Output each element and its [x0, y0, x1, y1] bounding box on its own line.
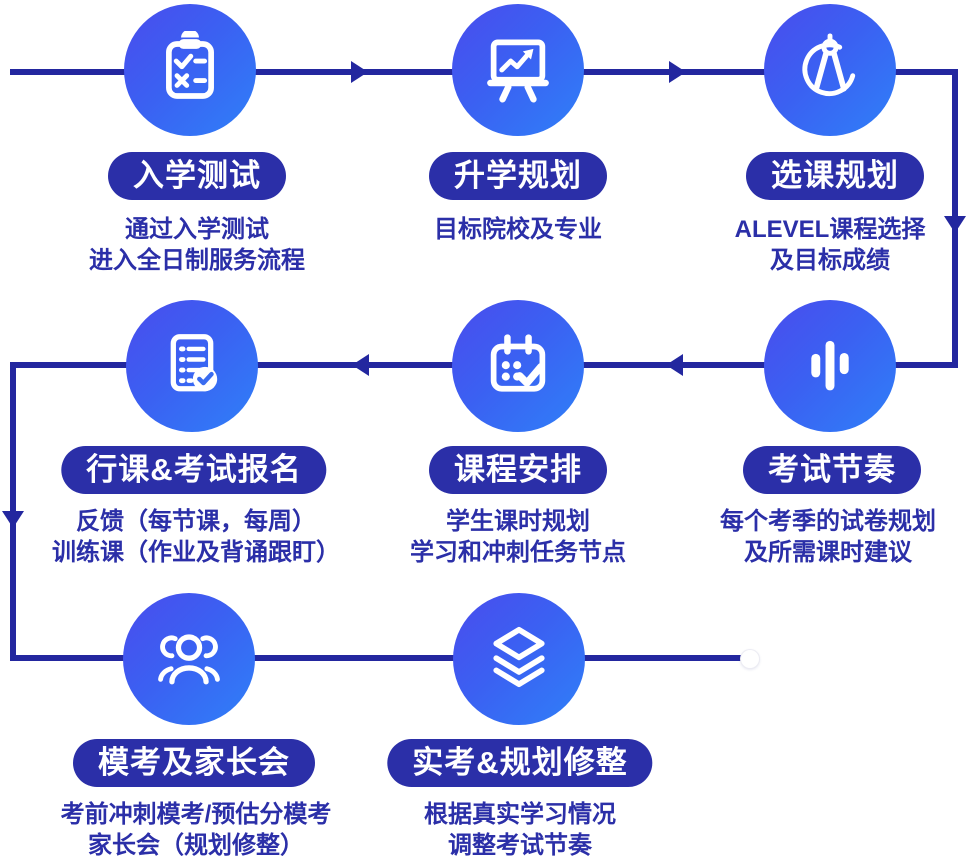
step-icon-circle [124, 4, 256, 136]
step-title-pill: 升学规划 [429, 152, 607, 200]
step-icon-circle [452, 300, 584, 432]
flow-end-dot [741, 650, 759, 668]
step-description: 根据真实学习情况 调整考试节奏 [424, 799, 616, 859]
connector-row3 [10, 655, 744, 661]
step-icon-circle [452, 4, 584, 136]
step-title-pill: 课程安排 [429, 446, 607, 494]
step-description-line: 及所需课时建议 [744, 539, 912, 566]
step-description-line: 反馈（每节课，每周） [76, 508, 316, 535]
document-check-icon [170, 334, 218, 392]
step-description: 反馈（每节课，每周） 训练课（作业及背诵跟盯） [52, 506, 340, 568]
step-title-pill: 入学测试 [108, 152, 286, 200]
step-description-line: 考前冲刺模考/预估分模考 [60, 801, 332, 828]
step-description: 每个考季的试卷规划 及所需课时建议 [720, 506, 936, 568]
drafting-compass-icon [802, 33, 856, 97]
step-icon-circle [764, 4, 896, 136]
step-description: 考前冲刺模考/预估分模考 家长会（规划修整） [61, 799, 332, 859]
arrow-down-icon [2, 511, 24, 528]
step-description: 目标院校及专业 [434, 214, 602, 245]
calendar-check-icon [490, 334, 546, 392]
step-title-pill: 选课规划 [746, 152, 924, 200]
step-title-pill: 实考&规划修整 [387, 739, 653, 787]
step-title-pill: 考试节奏 [743, 446, 921, 494]
waveform-icon [811, 340, 849, 391]
step-description-line: 调整考试节奏 [448, 832, 592, 859]
step-description-line: 根据真实学习情况 [424, 801, 616, 828]
step-description: ALEVEL课程选择 及目标成绩 [735, 214, 926, 276]
step-description-line: 目标院校及专业 [434, 216, 602, 243]
arrow-left-icon [666, 354, 683, 376]
step-icon-circle [764, 300, 896, 432]
clipboard-checklist-icon [166, 31, 214, 99]
presentation-chart-icon [487, 39, 549, 103]
arrow-left-icon [352, 354, 369, 376]
step-description-line: 学习和冲刺任务节点 [410, 539, 626, 566]
step-description-line: 每个考季的试卷规划 [720, 508, 936, 535]
step-icon-circle [123, 593, 255, 725]
step-description-line: 学生课时规划 [446, 508, 590, 535]
step-icon-circle [126, 300, 258, 432]
step-description-line: 通过入学测试 [125, 216, 269, 243]
arrow-right-icon [351, 61, 368, 83]
step-icon-circle [453, 593, 585, 725]
people-group-icon [158, 634, 220, 685]
step-description-line: ALEVEL课程选择 [734, 216, 926, 243]
step-description-line: 训练课（作业及背诵跟盯） [52, 539, 340, 566]
step-description-line: 家长会（规划修整） [87, 832, 304, 859]
arrow-right-icon [669, 61, 686, 83]
step-title-pill: 模考及家长会 [73, 739, 315, 787]
step-title-pill: 行课&考试报名 [61, 446, 327, 494]
step-description-line: 进入全日制服务流程 [89, 247, 305, 274]
arrow-down-icon [944, 216, 966, 233]
step-description-line: 及目标成绩 [770, 247, 890, 274]
step-description: 学生课时规划 学习和冲刺任务节点 [410, 506, 626, 568]
layers-icon [493, 626, 545, 688]
step-description: 通过入学测试 进入全日制服务流程 [89, 214, 305, 276]
